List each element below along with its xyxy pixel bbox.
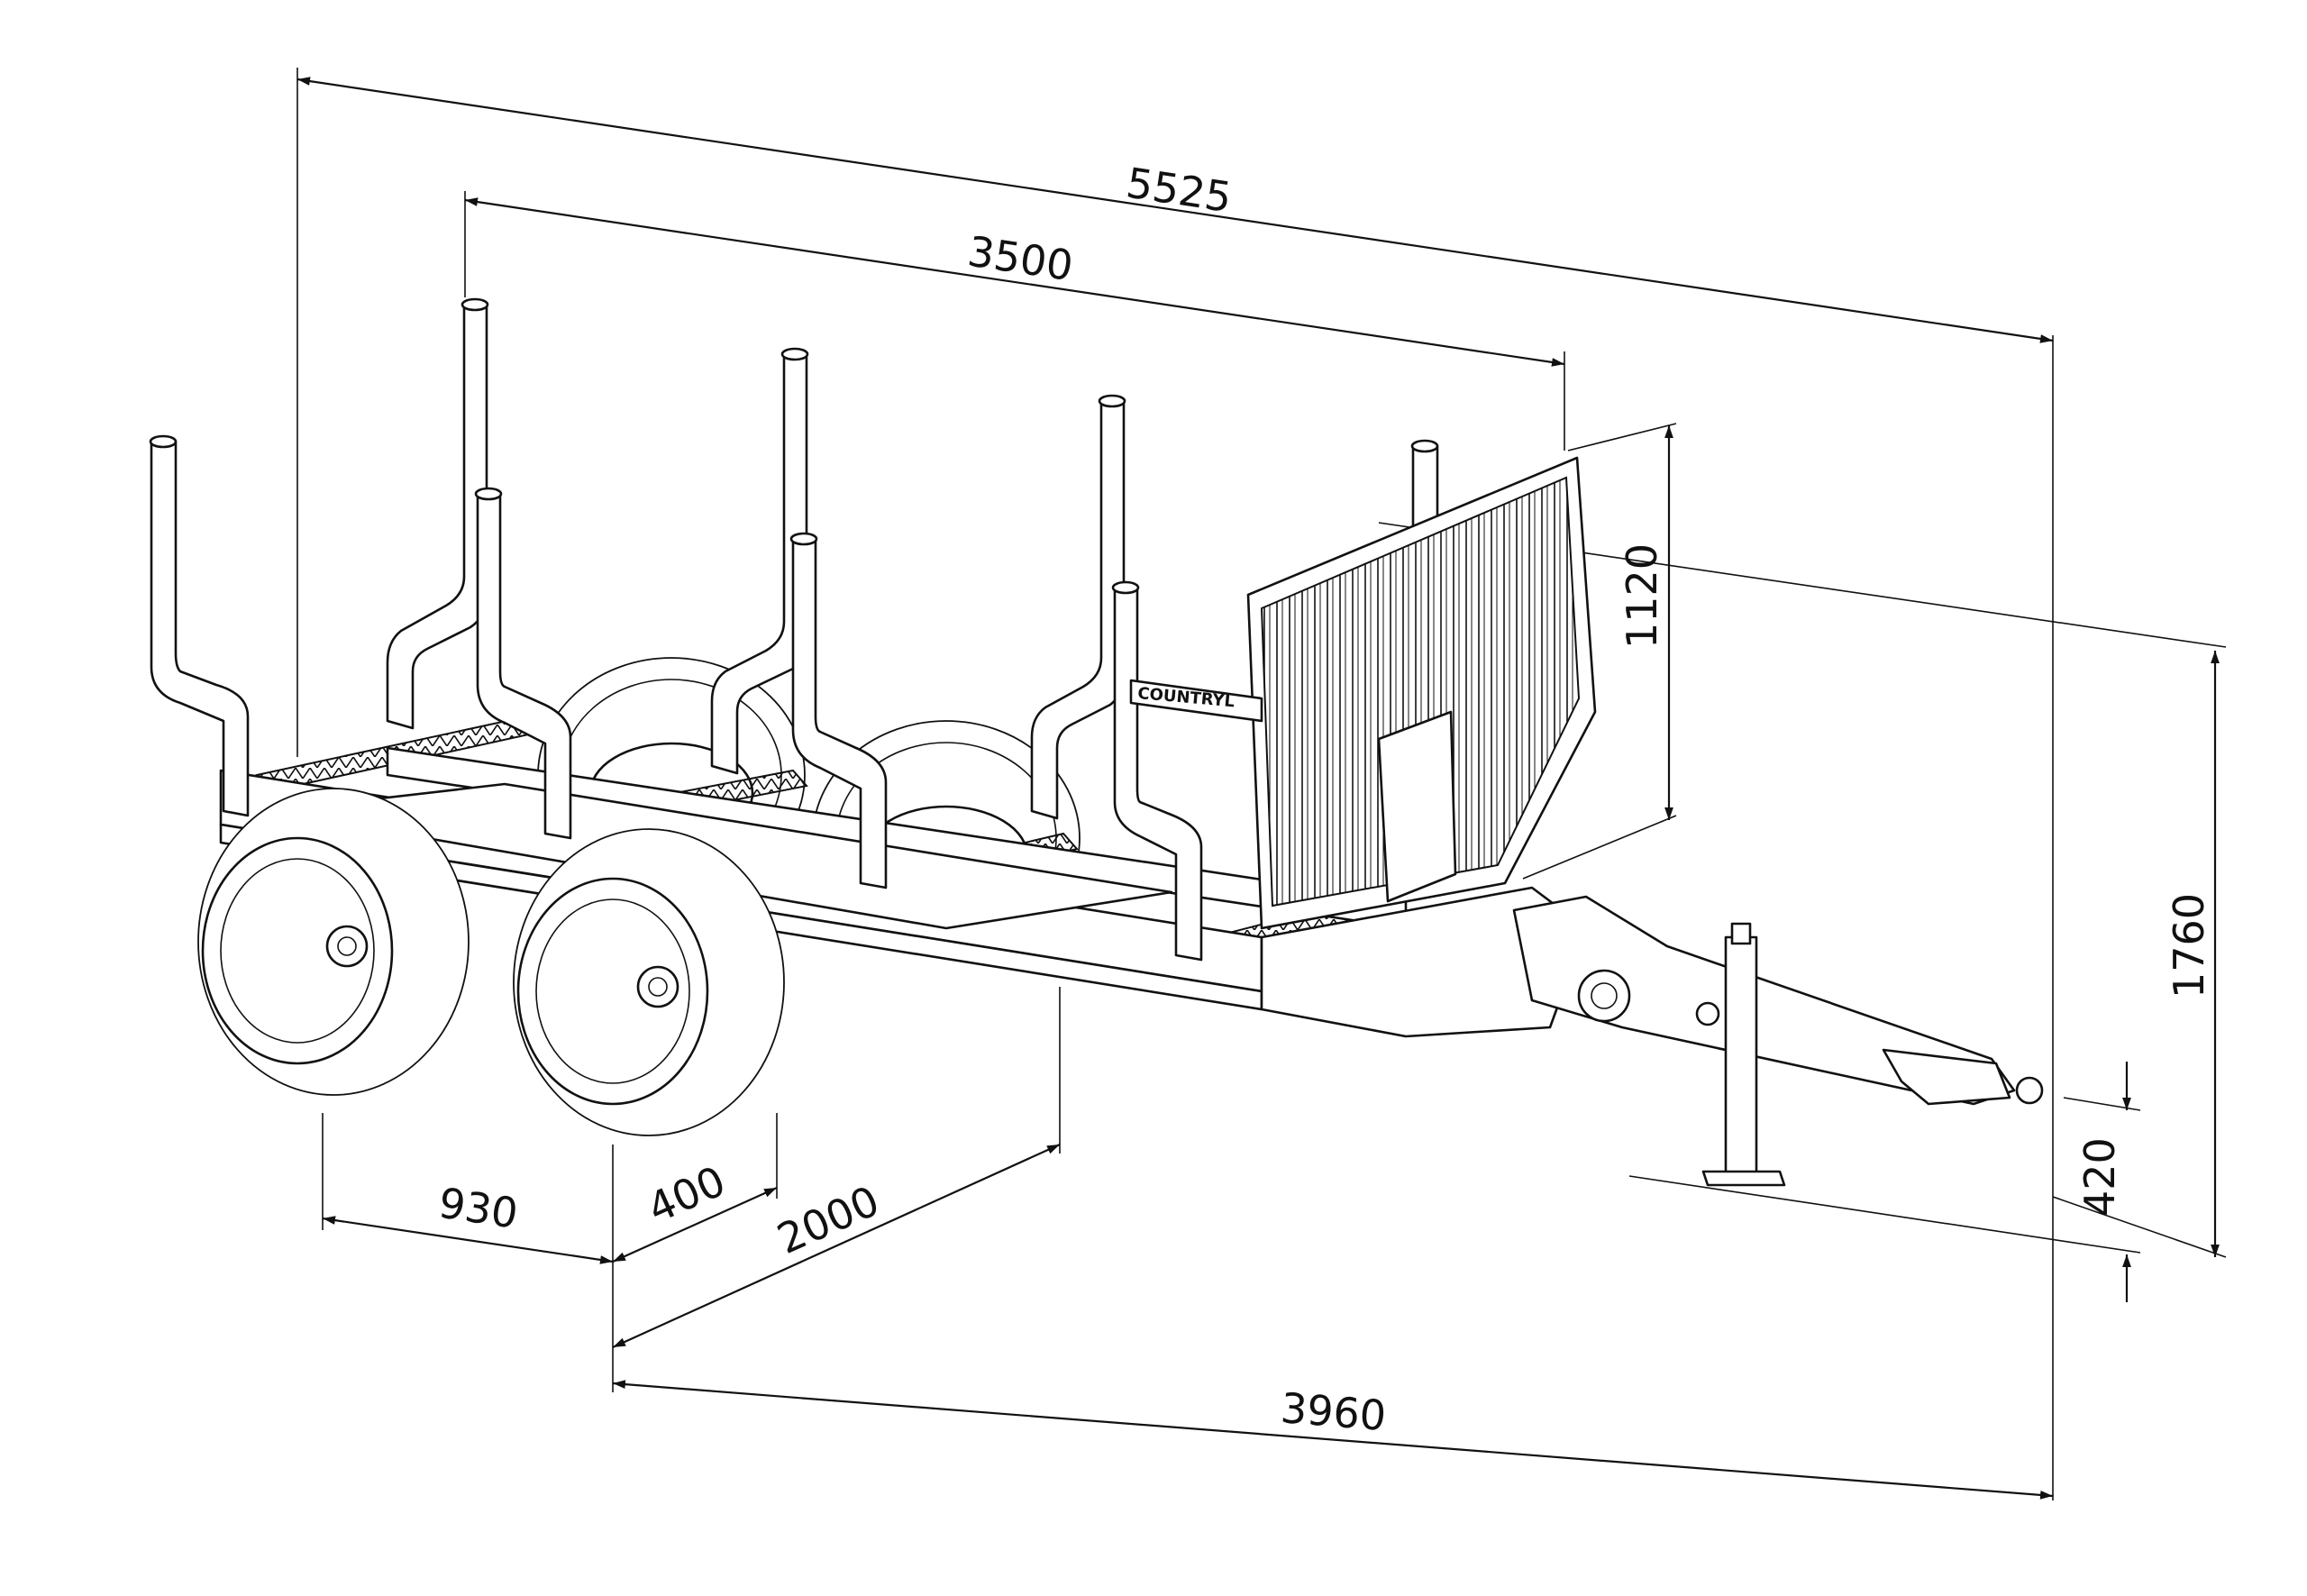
chassis-frame — [219, 746, 1588, 1038]
dim-hitch-height: 420 — [1628, 1062, 2141, 1302]
trailer-body: COUNTRYL — [149, 297, 2044, 1187]
wheel-rear-near — [197, 788, 470, 1096]
dim-frame-length-label: 3960 — [1279, 1383, 1388, 1440]
dim-frame-length: 3960 — [612, 1380, 2054, 1500]
dim-overall-length-label: 5525 — [1123, 158, 1235, 222]
dim-axle-spacing-label: 930 — [435, 1178, 521, 1237]
dim-bunk-length-label: 3500 — [964, 226, 1076, 290]
dim-axle-spacing: 930 — [322, 1113, 614, 1264]
dim-overall-height: 1760 — [1378, 522, 2227, 1258]
dim-hitch-height-label: 420 — [2075, 1137, 2124, 1217]
support-jack — [1701, 922, 1786, 1187]
drawbar — [1512, 895, 2044, 1106]
dim-offset-label: 400 — [641, 1156, 733, 1233]
headboard-grille: COUNTRYL — [1129, 456, 1597, 930]
dim-bunk-length: 3500 — [464, 191, 1565, 451]
dim-overall-height-label: 1760 — [2165, 893, 2213, 999]
wheel-front-near — [513, 828, 785, 1136]
